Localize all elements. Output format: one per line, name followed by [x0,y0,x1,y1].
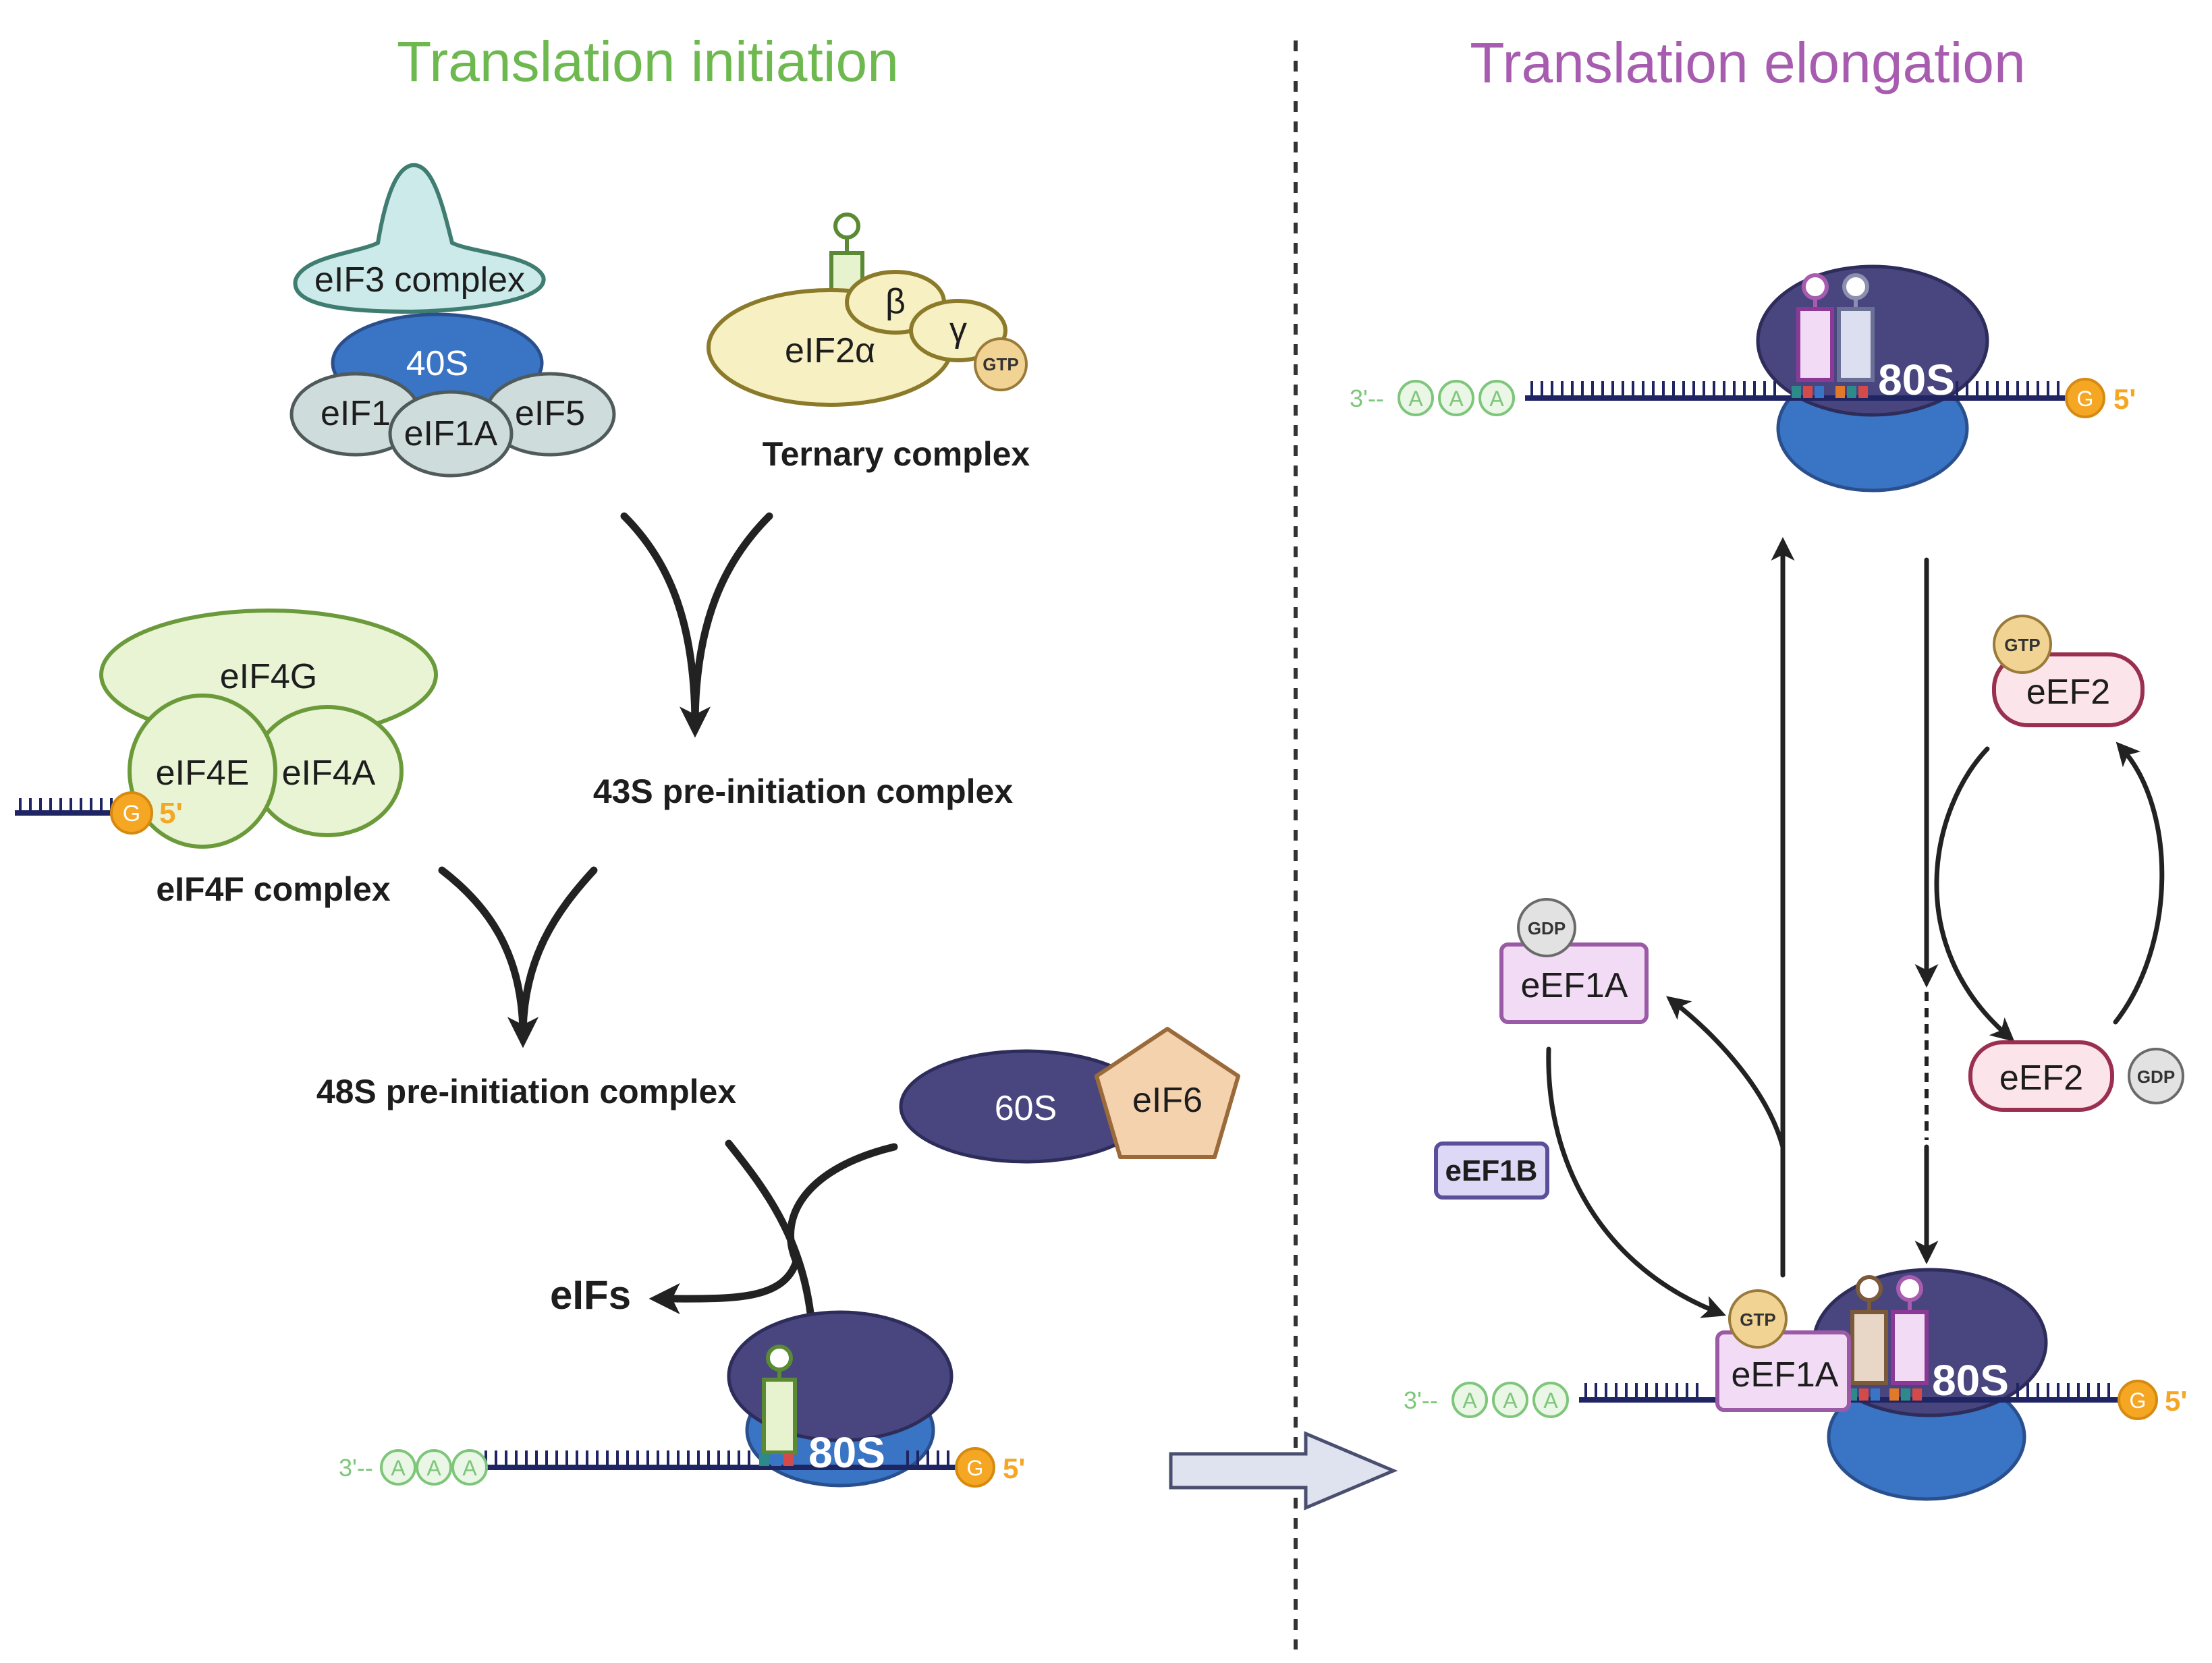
eif2-gamma-label: γ [949,310,967,349]
eif2-beta-label: β [885,282,906,321]
bottom-polya-2: A [1503,1388,1518,1413]
bottom-five-prime: 5' [2165,1385,2187,1417]
eef1a-bottom-label: eEF1A [1732,1355,1839,1394]
eef1b-shape [1434,1141,1549,1200]
complex-48s-label: 48S pre-initiation complex [316,1073,737,1110]
eif3-complex-label: eIF3 complex [314,260,525,300]
eif6-label: eIF6 [1132,1081,1202,1120]
top-polya-3: A [1489,387,1504,411]
eif4g-label: eIF4G [220,657,318,696]
top-three-prime: 3'-- [1350,385,1384,412]
gtp-label: GTP [983,354,1018,374]
ribosome-40s-label: 40S [406,344,469,383]
eef1a-gdp-label: GDP [1528,918,1566,938]
initiation-80s-label: 80S [808,1428,885,1477]
eif1-label: eIF1 [321,394,391,433]
eef2-gtp-label: GTP [2004,635,2040,655]
eif4f-complex: eIF4G eIF4A eIF4E G 5' [15,609,438,849]
ternary-complex: eIF2α β γ GTP [707,213,1028,407]
eif2a-label: eIF2α [785,331,875,370]
eif4e-label: eIF4E [156,754,250,793]
eef2-gdp-label: GDP [2137,1067,2175,1087]
ribosome-60s-label: 60S [995,1089,1057,1128]
eef1a-gdp-icon [1517,898,1576,957]
eef1a-top-shape [1499,942,1649,1024]
initiation-polya-2: A [426,1456,441,1480]
cap-g-icon [110,791,153,835]
complex-43s-label: 43S pre-initiation complex [593,772,1014,810]
top-polya-1: A [1408,387,1423,411]
eef1b-label: eEF1B [1445,1154,1538,1187]
elongation-80s-bottom: 80S eEF1A GTP G 5' 3'-- A A A [1404,1268,2187,1501]
eef1a-top-label: eEF1A [1521,966,1628,1005]
elongation-80s-top: 80S G 5' 3'-- A A A [1350,264,2136,492]
arrow-to-eifs [648,1143,898,1315]
bottom-cap-g: G [2130,1388,2147,1413]
top-cap-g: G [2077,387,2094,411]
eef1a-gtp-label: GTP [1740,1309,1775,1330]
initiation-three-prime: 3'-- [339,1454,373,1482]
ribosome-60s-eif6: 60S eIF6 [899,1027,1240,1164]
arrow-to-43s-left [620,512,711,738]
eif6-shape [1095,1027,1240,1159]
initiation-80s-complex: 80S G 5' 3'-- A A A [339,1310,1025,1488]
arrow-eef1a-recharge [1546,1046,1727,1318]
eif1a-label: eIF1A [404,414,498,453]
eif3-40s-cluster: eIF3 complex 40S eIF1 eIF5 eIF1A [289,163,616,478]
eif1a-shape [388,390,514,478]
arrow-to-eef2-gdp [1934,746,2015,1042]
elongation-title: Translation elongation [1470,31,2025,94]
eif3-complex-shape [293,163,546,314]
initiation-cap-g: G [967,1456,984,1480]
arrow-to-80s [725,1139,829,1359]
eif4a-label: eIF4A [282,754,376,793]
top-five-prime: 5' [2113,383,2136,415]
eef2-bottom-shape [1968,1040,2114,1112]
eef2-gtp-icon [1993,615,2052,674]
gtp-icon [974,337,1028,391]
bottom-polya-3: A [1543,1388,1558,1413]
initiation-title: Translation initiation [397,30,899,93]
initiation-five-prime: 5' [1003,1453,1025,1484]
eef2-bottom-label: eEF2 [1999,1059,2083,1098]
transition-arrow [1169,1431,1398,1511]
eif4f-complex-label: eIF4F complex [156,870,391,908]
ternary-complex-label: Ternary complex [763,435,1030,473]
eif5-label: eIF5 [515,394,585,433]
bottom-three-prime: 3'-- [1404,1386,1438,1414]
arrow-to-48s-left [438,866,539,1048]
eef2-gtp: eEF2 GTP [1992,615,2145,727]
top-trna-p-site-icon [1796,307,1834,382]
eef1a-gtp-icon [1728,1289,1788,1349]
eef2-gdp-icon [2128,1048,2184,1104]
top-80s-label: 80S [1878,356,1955,404]
trna-anticodon-loop-icon [833,213,860,239]
cap-g-label: G [123,801,140,826]
bottom-polya-1: A [1462,1388,1477,1413]
arrow-to-eef2-gtp [2113,741,2165,1025]
initiation-polya-1: A [391,1456,406,1480]
eef1a-gdp: eEF1A GDP [1499,898,1649,1024]
eef2-top-label: eEF2 [2026,673,2110,712]
initiation-polya-3: A [462,1456,477,1480]
initiator-trna-in-80s-icon [762,1378,797,1455]
bottom-trna-a-site-icon [1891,1310,1929,1385]
eef1b: eEF1B [1434,1141,1549,1200]
five-prime-label: 5' [159,797,183,830]
arrow-to-eef1a-gdp [1665,996,1786,1150]
bottom-trna-p-site-icon [1850,1310,1888,1385]
top-trna-a-site-icon [1837,307,1875,382]
top-polya-2: A [1449,387,1464,411]
bottom-80s-label: 80S [1932,1356,2009,1405]
eifs-label: eIFs [550,1272,631,1318]
eif4e-shape [128,694,277,849]
eef2-gdp: eEF2 GDP [1968,1040,2184,1112]
